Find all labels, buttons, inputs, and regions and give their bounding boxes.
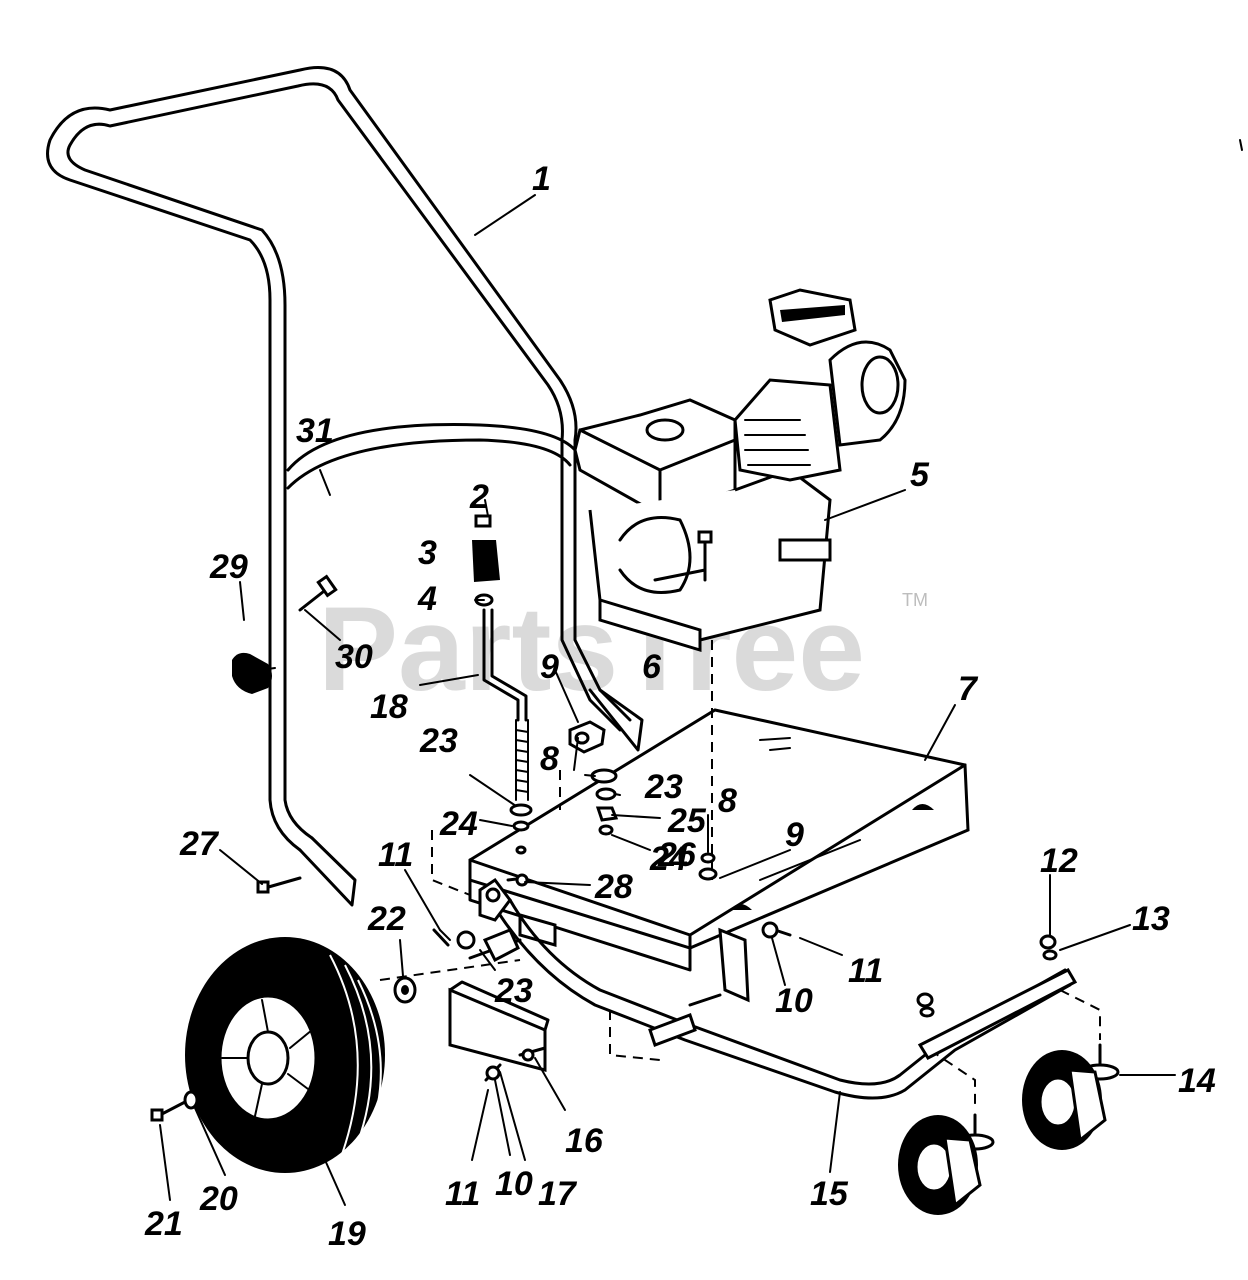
callout-4: 4 bbox=[417, 580, 437, 618]
callout-17: 17 bbox=[538, 1175, 578, 1213]
callout-9-upper: 9 bbox=[540, 648, 559, 686]
callout-13: 13 bbox=[1132, 900, 1170, 938]
callout-6: 6 bbox=[642, 648, 662, 686]
callout-11-upper: 11 bbox=[378, 836, 413, 874]
washer-stack bbox=[590, 768, 718, 881]
caster-bar bbox=[916, 934, 1078, 1060]
callout-8-lower: 8 bbox=[718, 782, 737, 820]
callout-11-right: 11 bbox=[848, 952, 883, 990]
adjuster-assembly bbox=[472, 514, 533, 855]
callout-15: 15 bbox=[810, 1175, 849, 1213]
stray-mark bbox=[1239, 139, 1243, 151]
callout-31: 31 bbox=[296, 412, 334, 450]
callout-29: 29 bbox=[209, 548, 248, 586]
bolt-6 bbox=[653, 530, 713, 582]
cross-bar bbox=[286, 423, 577, 490]
base-plate bbox=[468, 708, 970, 1003]
nut-assembly-upper bbox=[568, 720, 606, 754]
callout-2: 2 bbox=[469, 478, 489, 516]
callout-21: 21 bbox=[144, 1205, 183, 1243]
callout-24-right: 24 bbox=[649, 840, 688, 878]
wheel bbox=[185, 937, 385, 1173]
callout-20: 20 bbox=[199, 1180, 238, 1218]
callout-3: 3 bbox=[418, 534, 437, 572]
knob bbox=[232, 652, 276, 694]
callout-27: 27 bbox=[179, 825, 220, 863]
callout-7: 7 bbox=[958, 670, 979, 708]
side-bracket bbox=[448, 980, 550, 1072]
pins bbox=[432, 921, 792, 1082]
callout-1: 1 bbox=[532, 160, 551, 198]
callout-10-bottom: 10 bbox=[495, 1165, 533, 1203]
front-frame bbox=[498, 898, 1072, 1100]
axle bbox=[439, 928, 522, 963]
caster-left bbox=[898, 1113, 995, 1215]
callout-26: 26 bbox=[657, 836, 697, 874]
bolt-27 bbox=[256, 876, 302, 894]
axle-bolt bbox=[150, 1090, 199, 1122]
callout-23-right: 23 bbox=[644, 768, 683, 806]
callouts: 1 2 3 4 5 6 7 8 8 9 9 10 10 11 11 11 12 … bbox=[144, 160, 1216, 1253]
callout-23-lower: 23 bbox=[494, 972, 533, 1010]
callout-5: 5 bbox=[910, 456, 930, 494]
callout-16: 16 bbox=[565, 1122, 604, 1160]
engine bbox=[573, 288, 907, 653]
callout-19: 19 bbox=[328, 1215, 366, 1253]
handle-frame bbox=[46, 66, 644, 907]
callout-8-upper: 8 bbox=[540, 740, 559, 778]
callout-23-upper: 23 bbox=[419, 722, 458, 760]
pivot-28 bbox=[478, 873, 529, 922]
bolt-30 bbox=[298, 574, 338, 612]
callout-22: 22 bbox=[367, 900, 406, 938]
callout-14: 14 bbox=[1178, 1062, 1216, 1100]
leader-lines bbox=[159, 194, 1176, 1206]
callout-30: 30 bbox=[335, 638, 373, 676]
caster-right bbox=[1022, 1043, 1120, 1150]
callout-28: 28 bbox=[594, 868, 633, 906]
callout-9-lower: 9 bbox=[785, 816, 804, 854]
callout-18: 18 bbox=[370, 688, 408, 726]
callout-12: 12 bbox=[1040, 842, 1078, 880]
washer-22 bbox=[393, 976, 417, 1004]
callout-25: 25 bbox=[667, 802, 707, 840]
callout-10-right: 10 bbox=[775, 982, 813, 1020]
callout-11-bottom: 11 bbox=[445, 1175, 480, 1213]
watermark-trademark: TM bbox=[902, 590, 928, 610]
callout-24-left: 24 bbox=[439, 805, 478, 843]
